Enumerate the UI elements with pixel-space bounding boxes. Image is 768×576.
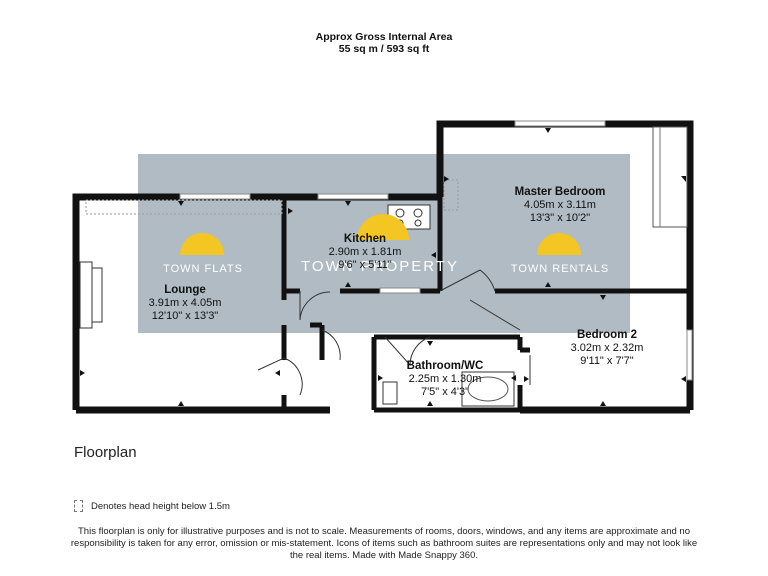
wc [382,381,398,405]
dimension-markers [80,128,686,406]
room-bedroom-2: Bedroom 2 3.02m x 2.32m 9'11" x 7'7" [552,329,662,368]
door-swings [257,269,531,396]
dashed-box-icon [74,500,83,512]
room-name: Lounge [164,284,206,296]
room-imperial: 9'11" x 7'7" [580,355,634,367]
room-lounge: Lounge 3.91m x 4.05m 12'10" x 13'3" [130,284,240,323]
low-head-height-area [85,199,283,215]
fireplace [79,261,93,329]
room-bathroom: Bathroom/WC 2.25m x 1.30m 7'5" x 4'3" [390,360,500,399]
windows [179,120,693,381]
room-metric: 2.25m x 1.30m [408,373,482,385]
room-metric: 3.02m x 2.32m [570,342,644,354]
wardrobe [652,126,688,228]
bath [461,371,515,407]
legend-text: Denotes head height below 1.5m [91,500,230,512]
room-name: Kitchen [343,233,387,245]
watermark-center: TOWN PROPERTY [301,258,459,275]
room-metric: 2.90m x 1.81m [328,246,402,258]
disclaimer: This floorplan is only for illustrative … [70,526,698,561]
room-kitchen: Kitchen 2.90m x 1.81m 9'6" x 5'11" [310,233,420,272]
room-imperial: 7'5" x 4'3" [420,386,470,398]
area-value: 55 sq m / 593 sq ft [338,43,430,55]
room-name: Bedroom 2 [576,329,638,341]
room-imperial: 13'3" x 10'2" [529,212,591,224]
watermark-left: TOWN FLATS [163,263,243,275]
room-metric: 4.05m x 3.11m [524,199,596,211]
floorplan-title: Floorplan [74,444,137,461]
legend: Denotes head height below 1.5m [74,500,230,512]
sun-logo [180,214,581,255]
room-name: Bathroom/WC [406,360,484,372]
room-imperial: 9'6" x 5'11" [338,259,392,271]
room-metric: 3.91m x 4.05m [148,297,222,309]
room-name: Master Bedroom [514,186,606,198]
area-title: Approx Gross Internal Area [315,31,453,43]
room-master-bedroom: Master Bedroom 4.05m x 3.11m 13'3" x 10'… [495,186,625,225]
room-imperial: 12'10" x 13'3" [151,310,219,322]
watermark-right: TOWN RENTALS [510,263,610,275]
